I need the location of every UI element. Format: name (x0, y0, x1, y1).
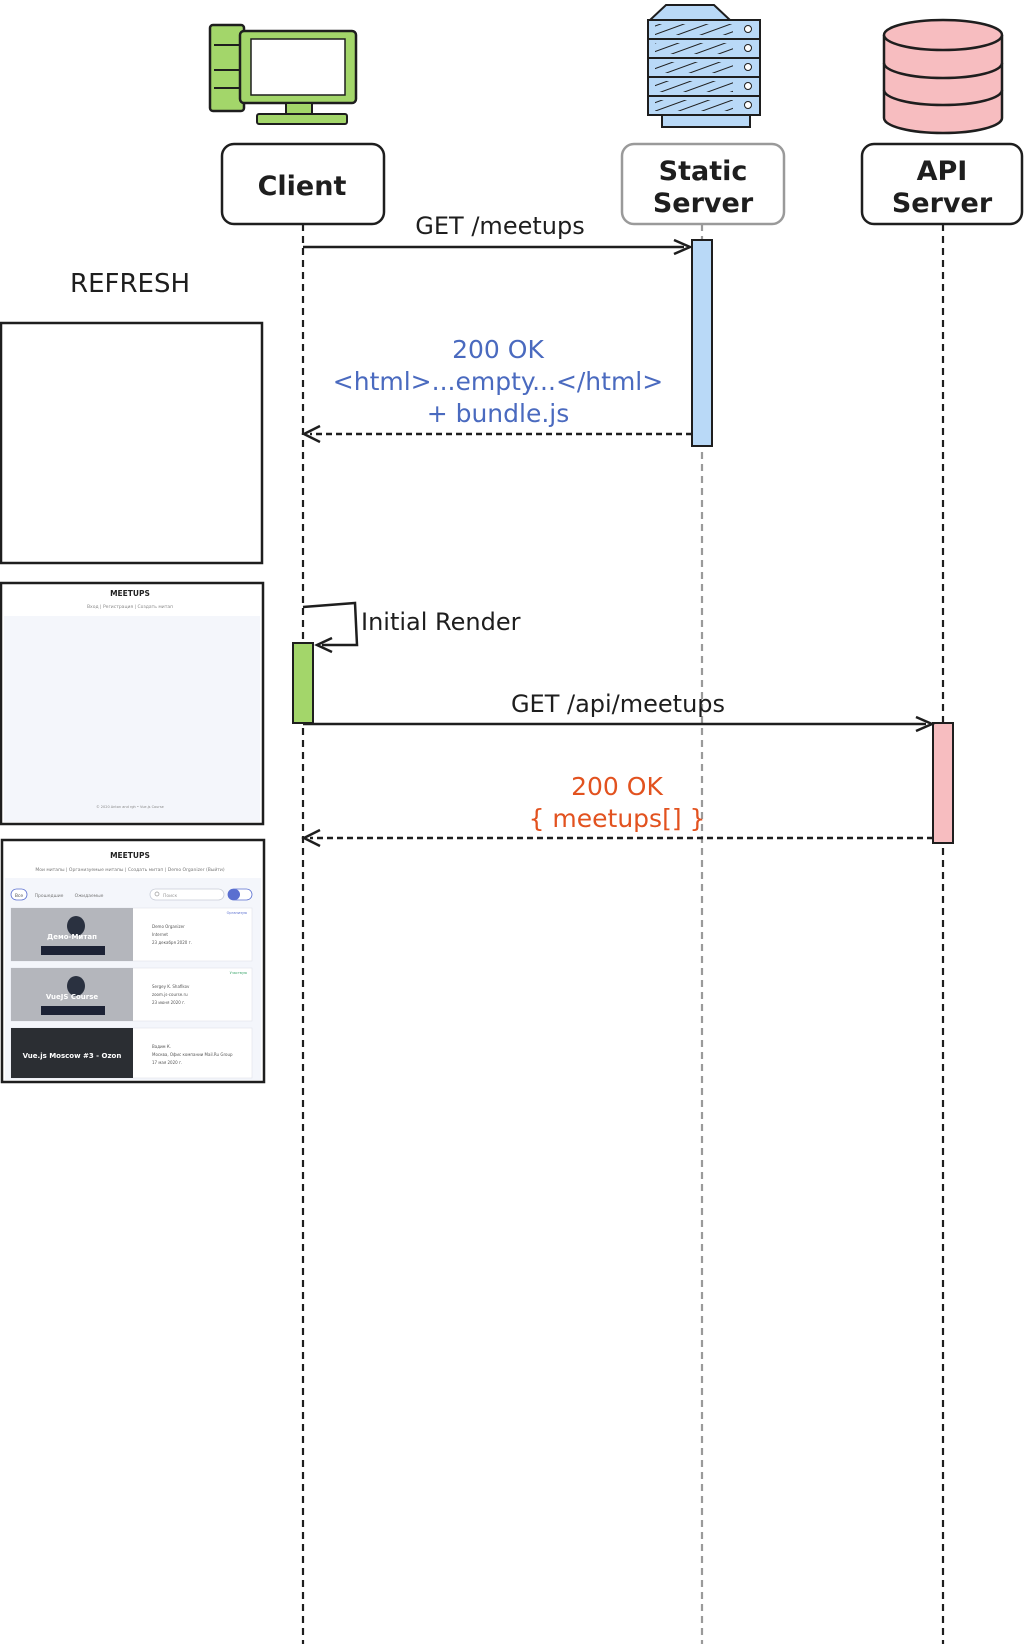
static-response-status: 200 OK (452, 335, 544, 364)
get-meetups-message: GET /meetups (303, 212, 694, 256)
api-server-participant: API Server (860, 142, 1024, 226)
meetup-place: Москва, Офис компании Mail.Ru Group (152, 1052, 233, 1057)
get-meetups-label: GET /meetups (415, 212, 584, 240)
api-response-message: 200 OK { meetups[] } (301, 772, 933, 848)
search-icon (154, 891, 160, 897)
api-server-label-line1: API (917, 156, 968, 187)
filter-upcoming-label[interactable]: Ожидаемые (75, 893, 104, 899)
list-view-button[interactable] (228, 889, 240, 900)
shell-title: MEETUPS (110, 589, 150, 598)
initial-render-message: Initial Render (302, 601, 521, 654)
get-api-meetups-label: GET /api/meetups (511, 690, 725, 718)
app-shell-screenshot: MEETUPS Вход | Регистрация | Создать мит… (0, 581, 265, 826)
meetups-list-screenshot: MEETUPS Мои митапы | Организуемые митапы… (0, 838, 266, 1084)
blank-page-screenshot (0, 321, 264, 565)
api-server-label-line2: Server (892, 188, 993, 219)
api-response-body: { meetups[] } (529, 804, 706, 833)
api-server-activation (932, 722, 954, 844)
static-response-bundle: + bundle.js (427, 399, 570, 428)
meetup-organizer: Demo Organizer (152, 924, 185, 929)
static-server-label-line2: Server (653, 188, 754, 219)
static-server-participant: Static Server (620, 142, 786, 226)
meetup-organizer: Вадим К. (152, 1044, 171, 1049)
meetup-place: Internet (152, 932, 168, 937)
meetup-card[interactable]: VueJS Course Участвую Sergey K. Shafikov… (10, 967, 253, 1022)
meetup-place: zoom.js-course.ru (152, 992, 188, 997)
api-response-status: 200 OK (571, 772, 663, 801)
get-api-meetups-message: GET /api/meetups (303, 690, 936, 733)
meetup-date: 17 мая 2020 г. (152, 1060, 182, 1065)
meetup-card[interactable]: Демо-Митап Организую Demo Organizer Inte… (10, 907, 253, 962)
meetup-date: 23 июня 2020 г. (152, 1000, 185, 1005)
shell-footer: © 2020 Anton and rgh • Vue.js Course (96, 805, 164, 809)
full-title: MEETUPS (110, 851, 150, 860)
shell-nav: Вход | Регистрация | Создать митап (87, 604, 173, 610)
meetup-card[interactable]: Vue.js Moscow #3 - Ozon Вадим К. Москва,… (10, 1027, 253, 1079)
server-rack-icon (647, 4, 761, 128)
static-server-activation (691, 239, 713, 447)
meetup-title: Vue.js Moscow #3 - Ozon (23, 1052, 122, 1060)
database-icon (882, 18, 1004, 135)
static-response-body: <html>...empty...</html> (333, 367, 663, 396)
static-server-label-line1: Static (659, 156, 748, 187)
client-render-activation (292, 642, 314, 724)
refresh-label: REFRESH (70, 269, 190, 299)
meetup-cover (11, 1028, 133, 1078)
meetup-badge: Участвую (230, 971, 247, 975)
initial-render-label: Initial Render (361, 608, 521, 636)
full-nav: Мои митапы | Организуемые митапы | Созда… (35, 866, 224, 873)
meetup-organizer: Sergey K. Shafikov (152, 984, 190, 989)
meetup-title: VueJS Course (46, 993, 99, 1001)
meetup-badge: Организую (227, 911, 247, 915)
filter-all-button[interactable] (10, 888, 28, 901)
static-response-message: 200 OK <html>...empty...</html> + bundle… (301, 335, 692, 444)
client-label: Client (258, 171, 347, 202)
filter-all-label: Все (15, 893, 24, 899)
client-participant: Client (220, 142, 386, 226)
meetup-title: Демо-Митап (47, 933, 97, 941)
search-input[interactable] (149, 888, 225, 901)
filter-past-label[interactable]: Прошедшие (35, 893, 64, 899)
meetup-date: 23 декабря 2020 г. (152, 940, 192, 945)
computer-icon (208, 23, 358, 125)
search-placeholder: Поиск (163, 893, 178, 899)
